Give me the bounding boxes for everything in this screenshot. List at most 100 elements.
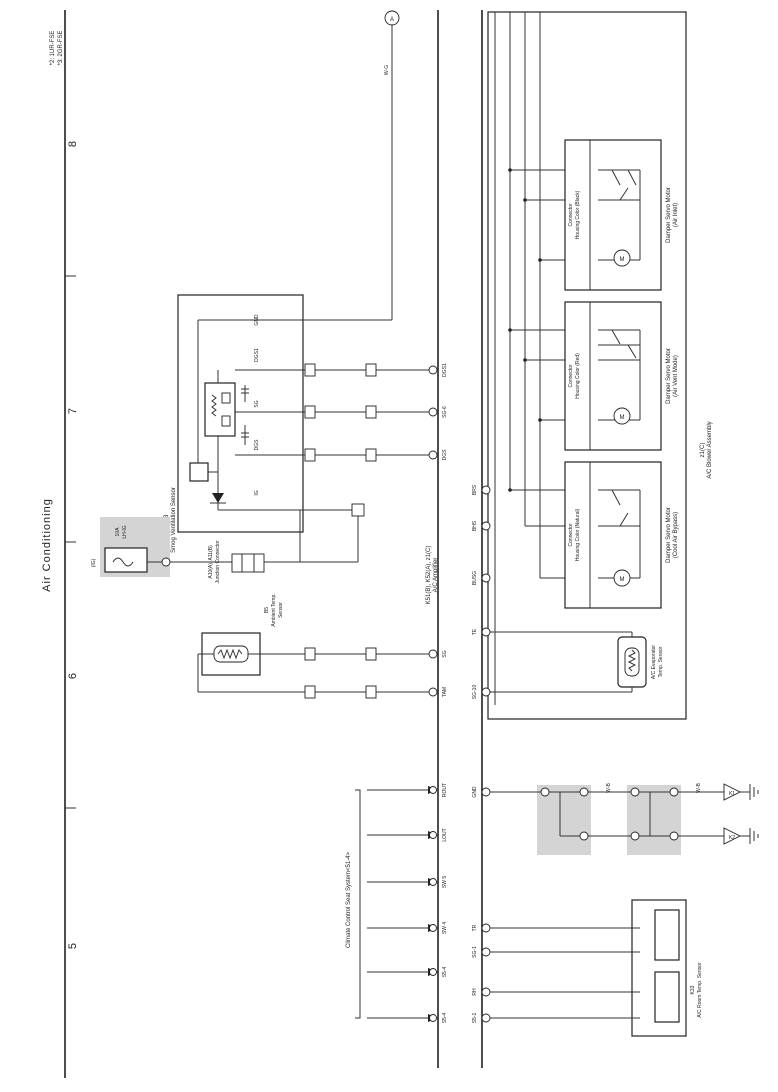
fuse-pin [161, 557, 171, 567]
fuse-ig-label: (IG) [91, 558, 97, 567]
bypass-connector: Connector [568, 523, 574, 546]
air-inlet-motor-name: Damper Servo Motor [666, 187, 672, 243]
bypass-motor-function: (Cool Air Bypass) [673, 512, 679, 558]
ground-shade-1 [537, 785, 591, 855]
junction-dot [523, 198, 527, 202]
grid-number-7: 7 [67, 408, 79, 414]
ground-shade-2 [627, 785, 681, 855]
fuse-symbol [112, 557, 134, 567]
svg-text:M: M [620, 257, 625, 263]
grid-number-8: 8 [67, 141, 79, 147]
blower-assembly-label: A/C Blower Assembly [707, 421, 713, 478]
evap-sensor-name-2: Temp. Sensor [658, 646, 664, 677]
pin-te [481, 627, 491, 637]
grid-number-5: 5 [67, 943, 79, 949]
climate-seat-bracket [355, 789, 361, 1019]
label-s5-4a: S5-4 [442, 967, 448, 978]
pin-tam [428, 687, 438, 697]
label-lout: LOUT [442, 828, 448, 841]
wire-color-label: W-G [384, 65, 390, 75]
pin-sg6 [428, 407, 438, 417]
grid-number-6: 6 [67, 673, 79, 679]
label-gnd: GND [472, 786, 478, 798]
air-vent-motor-name: Damper Servo Motor [666, 348, 672, 404]
fuse-amperage: 10A [115, 527, 121, 537]
label-sg10: SG-10 [472, 685, 478, 700]
label-sg6: SG-6 [442, 406, 448, 418]
ground-symbol-1 [723, 783, 759, 801]
ambient-sensor-name-1: Ambient Temp. [271, 593, 277, 626]
blower-assembly-connector: z1(C) [700, 443, 706, 458]
junction-dot [508, 168, 512, 172]
ground-pins [481, 787, 679, 841]
label-bussg: BUSG [472, 571, 478, 585]
climate-seat-label: Climate Control Seat System<51-4> [346, 851, 352, 948]
note-1: *2: 1UR-FSE [50, 31, 56, 66]
air-vent-housing: Housing Color (Red) [575, 353, 581, 399]
label-tr: TR [472, 924, 478, 931]
evap-sensor-name-1: A/C Evaporator [651, 645, 657, 680]
wire-label-wb-2: W-B [696, 783, 702, 793]
fuse-box [104, 547, 148, 573]
bypass-housing: Housing Color (Natural) [575, 508, 581, 561]
smog-ventilation-sensor-box [177, 294, 304, 533]
label-rh: RH [472, 988, 478, 996]
damper-motor-air-vent-mode: M Connector Housing Color (Red) Damper S… [564, 301, 679, 451]
room-sensor-code: K33 [690, 985, 696, 994]
pin-sg10 [481, 687, 491, 697]
smog-term-dgs: DGS [254, 439, 260, 451]
fuse-name: LH-IG [122, 525, 128, 538]
junction-dot [523, 358, 527, 362]
blower-pins: BRS BHS BUSG TE SG-10 [472, 484, 491, 700]
smog-sensor-name: Smog Ventilation Sensor [171, 487, 177, 553]
label-bhs: BHS [472, 520, 478, 531]
page-title: Air Conditioning [41, 498, 53, 592]
svg-text:M: M [620, 415, 625, 421]
junction-connector [231, 553, 265, 573]
ambient-temp-sensor [198, 632, 265, 676]
pin-bhs [481, 521, 491, 531]
junction-dot [538, 418, 542, 422]
amplifier-label: A/C Amplifier [433, 558, 439, 593]
junction-dot [538, 258, 542, 262]
label-s5-4b: S5-4 [442, 1013, 448, 1024]
label-sw5: SW 5 [442, 876, 448, 888]
note-2: *3: 2GR-FSE [58, 30, 64, 65]
pin-dgs [428, 450, 438, 460]
pin-bussg [481, 573, 491, 583]
pin-sg [428, 649, 438, 659]
air-inlet-connector: Connector [568, 203, 574, 226]
junction-dot [508, 328, 512, 332]
bypass-motor-name: Damper Servo Motor [666, 507, 672, 563]
smog-term-gnd: GND [254, 314, 260, 326]
smog-term-sg: SG [254, 400, 260, 407]
amplifier-pins: DGS1 SG-6 DGS SG TAM [428, 363, 448, 697]
wire-label-wb-1: W-B [606, 783, 612, 793]
label-rout: ROUT [442, 783, 448, 797]
junction-connector-code: A10(A), A11(B) [208, 545, 214, 579]
climate-seat-outputs [367, 786, 438, 1022]
ambient-sensor-code: B5 [264, 607, 270, 613]
ambient-sensor-name-2: Sensor [278, 602, 284, 618]
smog-term-ig: IG [254, 490, 260, 495]
ground-label-2: K2 [729, 835, 735, 841]
label-dgs: DGS [442, 449, 448, 461]
label-brs: BRS [472, 484, 478, 495]
offpage-connector-a-label: A [390, 17, 394, 23]
label-s5-1: S5-1 [472, 1013, 478, 1024]
ground-symbol-2 [723, 827, 759, 845]
pin-brs [481, 485, 491, 495]
label-sg1: SG-1 [472, 946, 478, 958]
room-sensor-wires [481, 923, 640, 1023]
air-vent-connector: Connector [568, 364, 574, 387]
smog-sensor-internals [189, 319, 293, 511]
damper-motor-cool-air-bypass: M Connector Housing Color (Natural) Damp… [564, 461, 679, 609]
air-inlet-housing: Housing Color (Black) [575, 190, 581, 239]
label-sg: SG [442, 650, 448, 657]
ground-label-1: K1 [729, 791, 735, 797]
room-sensor-name: A/C Room Temp. Sensor [697, 962, 703, 1018]
inline-connectors [304, 363, 377, 699]
damper-motor-air-inlet: M Connector Housing Color (Black) Damper… [564, 139, 679, 291]
